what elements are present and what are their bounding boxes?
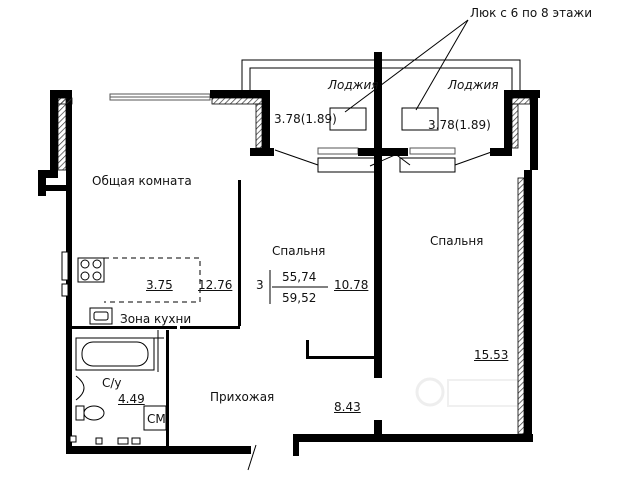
bathroom-area: 4.49: [118, 392, 145, 406]
apartment-rooms-count: 3: [256, 278, 264, 292]
bathroom-name: С/у: [102, 376, 122, 390]
bathtub-icon: [75, 330, 164, 372]
apartment-living-area: 55,74: [282, 270, 317, 284]
kitchen-area: 3.75: [146, 278, 173, 292]
loggia-left-area: 3.78(1.89): [274, 112, 337, 126]
hatch-note: Люк с 6 по 8 этажи: [470, 6, 593, 20]
loggia-right-name: Лоджия: [448, 78, 499, 92]
sink-icon: [89, 307, 113, 325]
hallway-name: Прихожая: [210, 390, 275, 404]
bedroom-mid-area: 10.78: [334, 278, 369, 292]
callout-lines: [247, 19, 469, 471]
toilet-icon: [75, 405, 105, 421]
washbasin-icon: [75, 375, 85, 401]
living-room-area: 12.76: [198, 278, 233, 292]
laundry-box: [143, 405, 167, 431]
laundry-label: СМ: [147, 412, 166, 426]
insulation: [57, 97, 531, 435]
bedroom-right-name: Спальня: [430, 234, 484, 248]
loggia-right-area: 3.78(1.89): [428, 118, 491, 132]
stove-icon: [77, 257, 105, 283]
living-room-name: Общая комната: [92, 174, 192, 188]
kitchen-zone-name: Зона кухни: [120, 312, 192, 326]
kitchen-counter: [104, 257, 201, 303]
hallway-area: 8.43: [334, 400, 361, 414]
loggia-area-boxes: [329, 107, 439, 131]
watermark: [415, 377, 519, 407]
bedroom-mid-name: Спальня: [272, 244, 326, 258]
apartment-total-area: 59,52: [282, 291, 317, 305]
walls: [38, 52, 540, 456]
window-frames: [317, 157, 456, 173]
loggia-left-name: Лоджия: [328, 78, 379, 92]
bedroom-right-area: 15.53: [474, 348, 509, 362]
apartment-summary-box: [269, 270, 328, 304]
radiator-icon: [61, 251, 141, 445]
